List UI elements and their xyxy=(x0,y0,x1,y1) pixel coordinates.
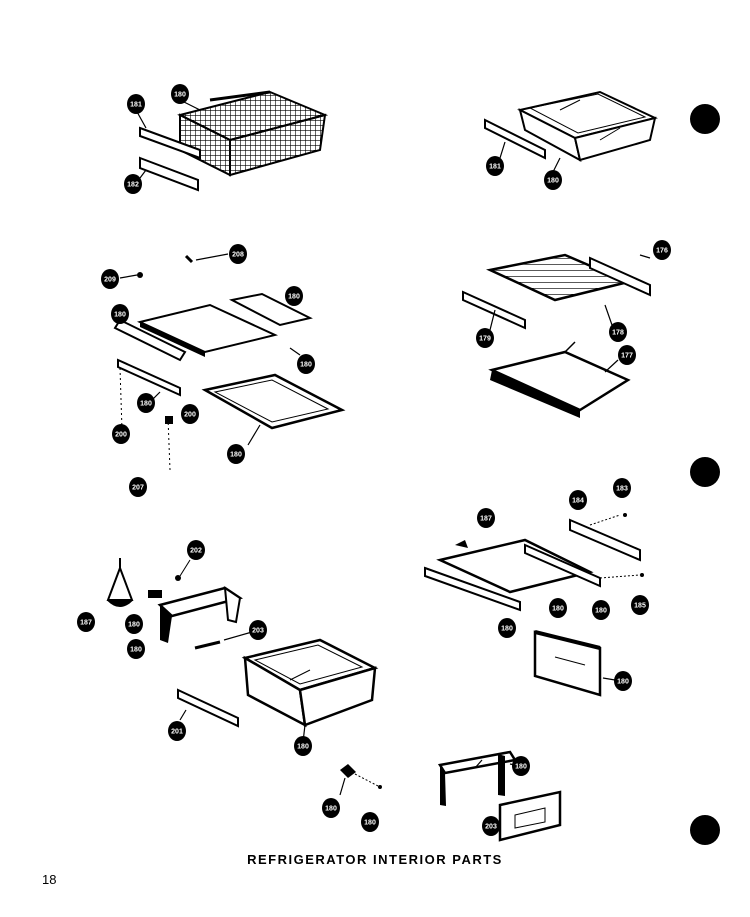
svg-text:180: 180 xyxy=(288,294,300,301)
callout-184: 184 xyxy=(569,490,587,510)
crisper-tray-group xyxy=(484,90,658,173)
callout-177: 177 xyxy=(618,345,636,365)
svg-text:208: 208 xyxy=(232,252,244,259)
binder-hole-top xyxy=(690,104,720,134)
callout-176: 176 xyxy=(653,240,671,260)
svg-text:203: 203 xyxy=(485,824,497,831)
svg-text:180: 180 xyxy=(595,608,607,615)
callout-183: 183 xyxy=(613,478,631,498)
svg-text:182: 182 xyxy=(127,182,139,189)
page-number: 18 xyxy=(42,872,57,887)
svg-text:180: 180 xyxy=(230,452,242,459)
svg-text:179: 179 xyxy=(479,336,491,343)
callout-207: 207 xyxy=(129,477,147,497)
callout-180-j: 180 xyxy=(498,618,516,638)
svg-text:202: 202 xyxy=(190,548,202,555)
callout-182: 182 xyxy=(124,174,142,194)
bottom-hardware-group xyxy=(339,750,562,842)
binder-hole-middle xyxy=(690,457,720,487)
wire-shelf-group xyxy=(462,253,651,418)
binder-hole-bottom xyxy=(690,815,720,845)
svg-text:184: 184 xyxy=(572,498,584,505)
svg-text:183: 183 xyxy=(616,486,628,493)
callout-180-c: 180 xyxy=(285,286,303,306)
callout-180-k: 180 xyxy=(614,671,632,691)
callout-180-b: 180 xyxy=(544,170,562,190)
svg-text:201: 201 xyxy=(171,729,183,736)
svg-text:180: 180 xyxy=(515,764,527,771)
callout-187-a: 187 xyxy=(477,508,495,528)
svg-text:180: 180 xyxy=(325,806,337,813)
callout-180-d: 180 xyxy=(111,304,129,324)
crisper-cover-group xyxy=(106,558,379,743)
svg-text:180: 180 xyxy=(552,606,564,613)
svg-text:180: 180 xyxy=(297,744,309,751)
callout-202: 202 xyxy=(187,540,205,560)
svg-text:177: 177 xyxy=(621,353,633,360)
diagram-caption: REFRIGERATOR INTERIOR PARTS xyxy=(247,852,503,867)
callout-200-b: 200 xyxy=(112,424,130,444)
svg-text:181: 181 xyxy=(489,164,501,171)
callout-203-a: 203 xyxy=(249,620,267,640)
svg-text:185: 185 xyxy=(634,603,646,610)
svg-text:178: 178 xyxy=(612,330,624,337)
callout-187-b: 187 xyxy=(77,612,95,632)
callout-203-b: 203 xyxy=(482,816,500,836)
svg-text:209: 209 xyxy=(104,277,116,284)
svg-text:200: 200 xyxy=(184,412,196,419)
callout-180-m: 180 xyxy=(127,639,145,659)
svg-text:200: 200 xyxy=(115,432,127,439)
callout-180-o: 180 xyxy=(512,756,530,776)
svg-text:187: 187 xyxy=(80,620,92,627)
svg-text:180: 180 xyxy=(140,401,152,408)
callout-181-a: 181 xyxy=(127,94,145,114)
callout-180-a: 180 xyxy=(171,84,189,104)
svg-text:180: 180 xyxy=(300,362,312,369)
svg-text:180: 180 xyxy=(364,820,376,827)
callout-185: 185 xyxy=(631,595,649,615)
svg-text:187: 187 xyxy=(480,516,492,523)
svg-text:180: 180 xyxy=(617,679,629,686)
callout-201: 201 xyxy=(168,721,186,741)
callout-180-p: 180 xyxy=(322,798,340,818)
callout-180-e: 180 xyxy=(297,354,315,374)
svg-text:180: 180 xyxy=(130,647,142,654)
callout-180-q: 180 xyxy=(361,812,379,832)
callout-179: 179 xyxy=(476,328,494,348)
callout-180-g: 180 xyxy=(227,444,245,464)
callout-180-n: 180 xyxy=(294,736,312,756)
callout-209: 209 xyxy=(101,269,119,289)
glass-shelf-group xyxy=(113,253,346,471)
svg-text:181: 181 xyxy=(130,102,142,109)
callout-180-f: 180 xyxy=(137,393,155,413)
svg-text:180: 180 xyxy=(114,312,126,319)
wire-basket-group xyxy=(135,90,329,192)
callout-180-l: 180 xyxy=(125,614,143,634)
callout-178: 178 xyxy=(609,322,627,342)
callout-200-a: 200 xyxy=(181,404,199,424)
svg-text:180: 180 xyxy=(128,622,140,629)
callout-180-h: 180 xyxy=(549,598,567,618)
svg-text:180: 180 xyxy=(547,178,559,185)
callout-180-i: 180 xyxy=(592,600,610,620)
callout-181-b: 181 xyxy=(486,156,504,176)
upper-shelf-group xyxy=(424,513,644,697)
svg-text:207: 207 xyxy=(132,485,144,492)
svg-text:180: 180 xyxy=(174,92,186,99)
svg-text:176: 176 xyxy=(656,248,668,255)
callout-208: 208 xyxy=(229,244,247,264)
svg-text:180: 180 xyxy=(501,626,513,633)
svg-text:203: 203 xyxy=(252,628,264,635)
